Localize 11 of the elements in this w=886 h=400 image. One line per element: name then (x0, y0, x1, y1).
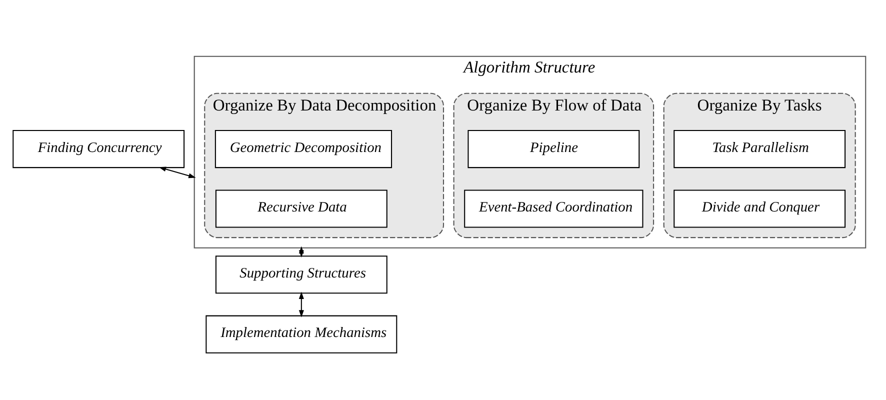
node-box: Finding Concurrency (12, 129, 184, 168)
node-box: Supporting Structures (214, 255, 387, 294)
node-box: Divide and Conquer (673, 189, 846, 228)
node-box: Geometric Decomposition (214, 129, 392, 168)
node-box: Pipeline (467, 129, 640, 168)
arrow (158, 166, 196, 178)
node-box: Task Parallelism (673, 129, 846, 168)
arrow (298, 291, 304, 317)
node-box: Implementation Mechanisms (205, 314, 397, 353)
node-box: Recursive Data (214, 189, 387, 228)
node-box: Event-Based Coordination (464, 189, 643, 228)
